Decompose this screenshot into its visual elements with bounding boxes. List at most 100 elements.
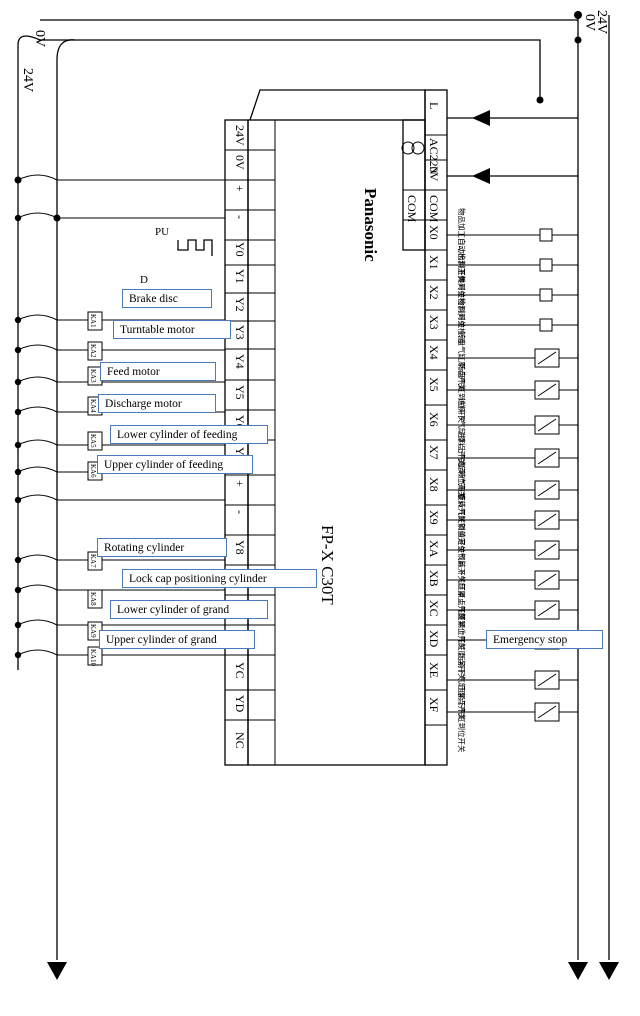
label-lower-cylinder-feeding: Lower cylinder of feeding: [110, 425, 268, 444]
right-terminal-grid: [403, 134, 447, 726]
right-terminal-label: XE: [427, 662, 441, 678]
input-description: 转盘气缸原点开关: [457, 331, 467, 391]
input-branches: 物品加工自动检测开关自动出料工作开关下料到位检测开关物料到位检测转盘气缸原点开关…: [447, 208, 578, 753]
left-terminal-label: 0V: [233, 155, 247, 170]
left-terminal-label: Y5: [233, 385, 247, 400]
plc-model: FP-X C30T: [318, 525, 337, 605]
left-terminal-label: Y2: [233, 297, 247, 312]
input-description: 进料下气缸原点开关: [457, 398, 467, 466]
right-terminal-label: X5: [427, 377, 441, 392]
junction-dot: [14, 621, 22, 629]
right-0v-label: 0V: [582, 14, 597, 31]
pulse-label: PU: [155, 226, 169, 238]
rail-branch: [17, 212, 58, 219]
rail-branch: [17, 494, 58, 501]
right-terminal-label: XB: [427, 570, 441, 587]
right-terminal-label: XF: [427, 697, 441, 713]
rail-branch: [17, 584, 58, 591]
right-terminal-label: XD: [427, 630, 441, 648]
input-description: 旋转气缸原点开关: [457, 463, 467, 523]
power-rails: [17, 15, 610, 960]
pulse-waveform-icon: [177, 239, 213, 256]
right-terminal-label: X8: [427, 477, 441, 492]
rail-branch: [17, 314, 58, 321]
right-terminal-label: N: [427, 166, 441, 175]
junction-dot: [14, 408, 22, 416]
label-lock-cap-positioning-cylinder: Lock cap positioning cylinder: [122, 569, 317, 588]
rail-branch: [17, 344, 58, 351]
relay-coil: [87, 646, 103, 666]
plc-brand: Panasonic: [361, 188, 380, 262]
label-upper-cylinder-feeding: Upper cylinder of feeding: [97, 455, 253, 474]
right-terminal-label: X3: [427, 315, 441, 330]
input-description: 锁盖定位气缸开关: [457, 523, 467, 583]
input-description: 自动出料工作开关: [457, 238, 467, 298]
left-terminal-label: NC: [233, 732, 247, 749]
right-terminal-label: X0: [427, 225, 441, 240]
label-upper-cylinder-grand: Upper cylinder of grand: [99, 630, 255, 649]
input-description: 物品加工自动检测开关: [457, 208, 467, 283]
relay-coil: [87, 589, 103, 609]
junction-dot: [14, 496, 22, 504]
relay-coil: [87, 341, 103, 361]
relay-label: KA6: [89, 464, 97, 478]
rail-branch: [17, 619, 58, 626]
rail-branch: [17, 439, 58, 446]
rail-branch: [17, 406, 58, 413]
input-description: 旋转气缸到位开关: [457, 493, 467, 553]
relay-coil: [87, 311, 103, 331]
right-terminal-label: XA: [427, 540, 441, 558]
rail-branch: [17, 376, 58, 383]
left-terminal-label: Y1: [233, 269, 247, 284]
left-terminal-label: YD: [233, 695, 247, 713]
relay-label: KA8: [89, 592, 97, 606]
left-terminal-label: Y0: [233, 242, 247, 257]
left-terminal-label: +: [233, 185, 247, 192]
label-feed-motor: Feed motor: [100, 362, 216, 381]
junction-dot: [14, 556, 22, 564]
right-terminal-label: X6: [427, 412, 441, 427]
left-terminal-label: YC: [233, 662, 247, 679]
label-emergency-stop: Emergency stop: [486, 630, 603, 649]
label-brake-disc: Brake disc: [122, 289, 212, 308]
relay-label: KA5: [89, 434, 97, 448]
input-description: 压紧上气缸到位开关: [457, 583, 467, 651]
right-terminal-label: X9: [427, 510, 441, 525]
relay-label: KA7: [89, 554, 97, 568]
relay-label: KA1: [89, 314, 97, 328]
left-terminal-label: +: [233, 480, 247, 487]
dir-label: D: [140, 274, 148, 286]
left-terminal-label: 24V: [233, 125, 247, 146]
rail-branch: [17, 649, 58, 656]
input-description: 压紧上气缸原点开关: [457, 613, 467, 681]
switch-icon: [539, 318, 553, 332]
label-discharge-motor: Discharge motor: [98, 394, 216, 413]
switch-icon: [539, 258, 553, 272]
relay-coil: [87, 431, 103, 451]
input-description: 物料到位检测: [457, 298, 467, 343]
junction-dot: [14, 214, 22, 222]
left-0v-label: 0V: [32, 30, 47, 47]
right-terminal-label: X1: [427, 255, 441, 270]
right-24v-label: 24V: [594, 10, 609, 34]
left-terminal-label: Y3: [233, 325, 247, 340]
relay-label: KA3: [89, 369, 97, 383]
ac-input: [401, 110, 578, 184]
junction-dot: [14, 468, 22, 476]
left-terminal-label: Y4: [233, 354, 247, 369]
junction-dot: [14, 586, 22, 594]
switch-icon: [539, 228, 553, 242]
right-terminal-label: XC: [427, 600, 441, 617]
relay-label: KA2: [89, 344, 97, 358]
input-description: 压紧下气缸原点开关: [457, 653, 467, 721]
right-terminal-label: L: [427, 102, 441, 109]
label-rotating-cylinder: Rotating cylinder: [97, 538, 227, 557]
left-terminal-label: Y8: [233, 540, 247, 555]
left-24v-label: 24V: [20, 68, 35, 92]
input-description: 锁盖下气缸原点开关: [457, 553, 467, 621]
junction-dot: [14, 176, 22, 184]
junction-dot: [14, 378, 22, 386]
left-terminal-label: -: [233, 215, 247, 219]
